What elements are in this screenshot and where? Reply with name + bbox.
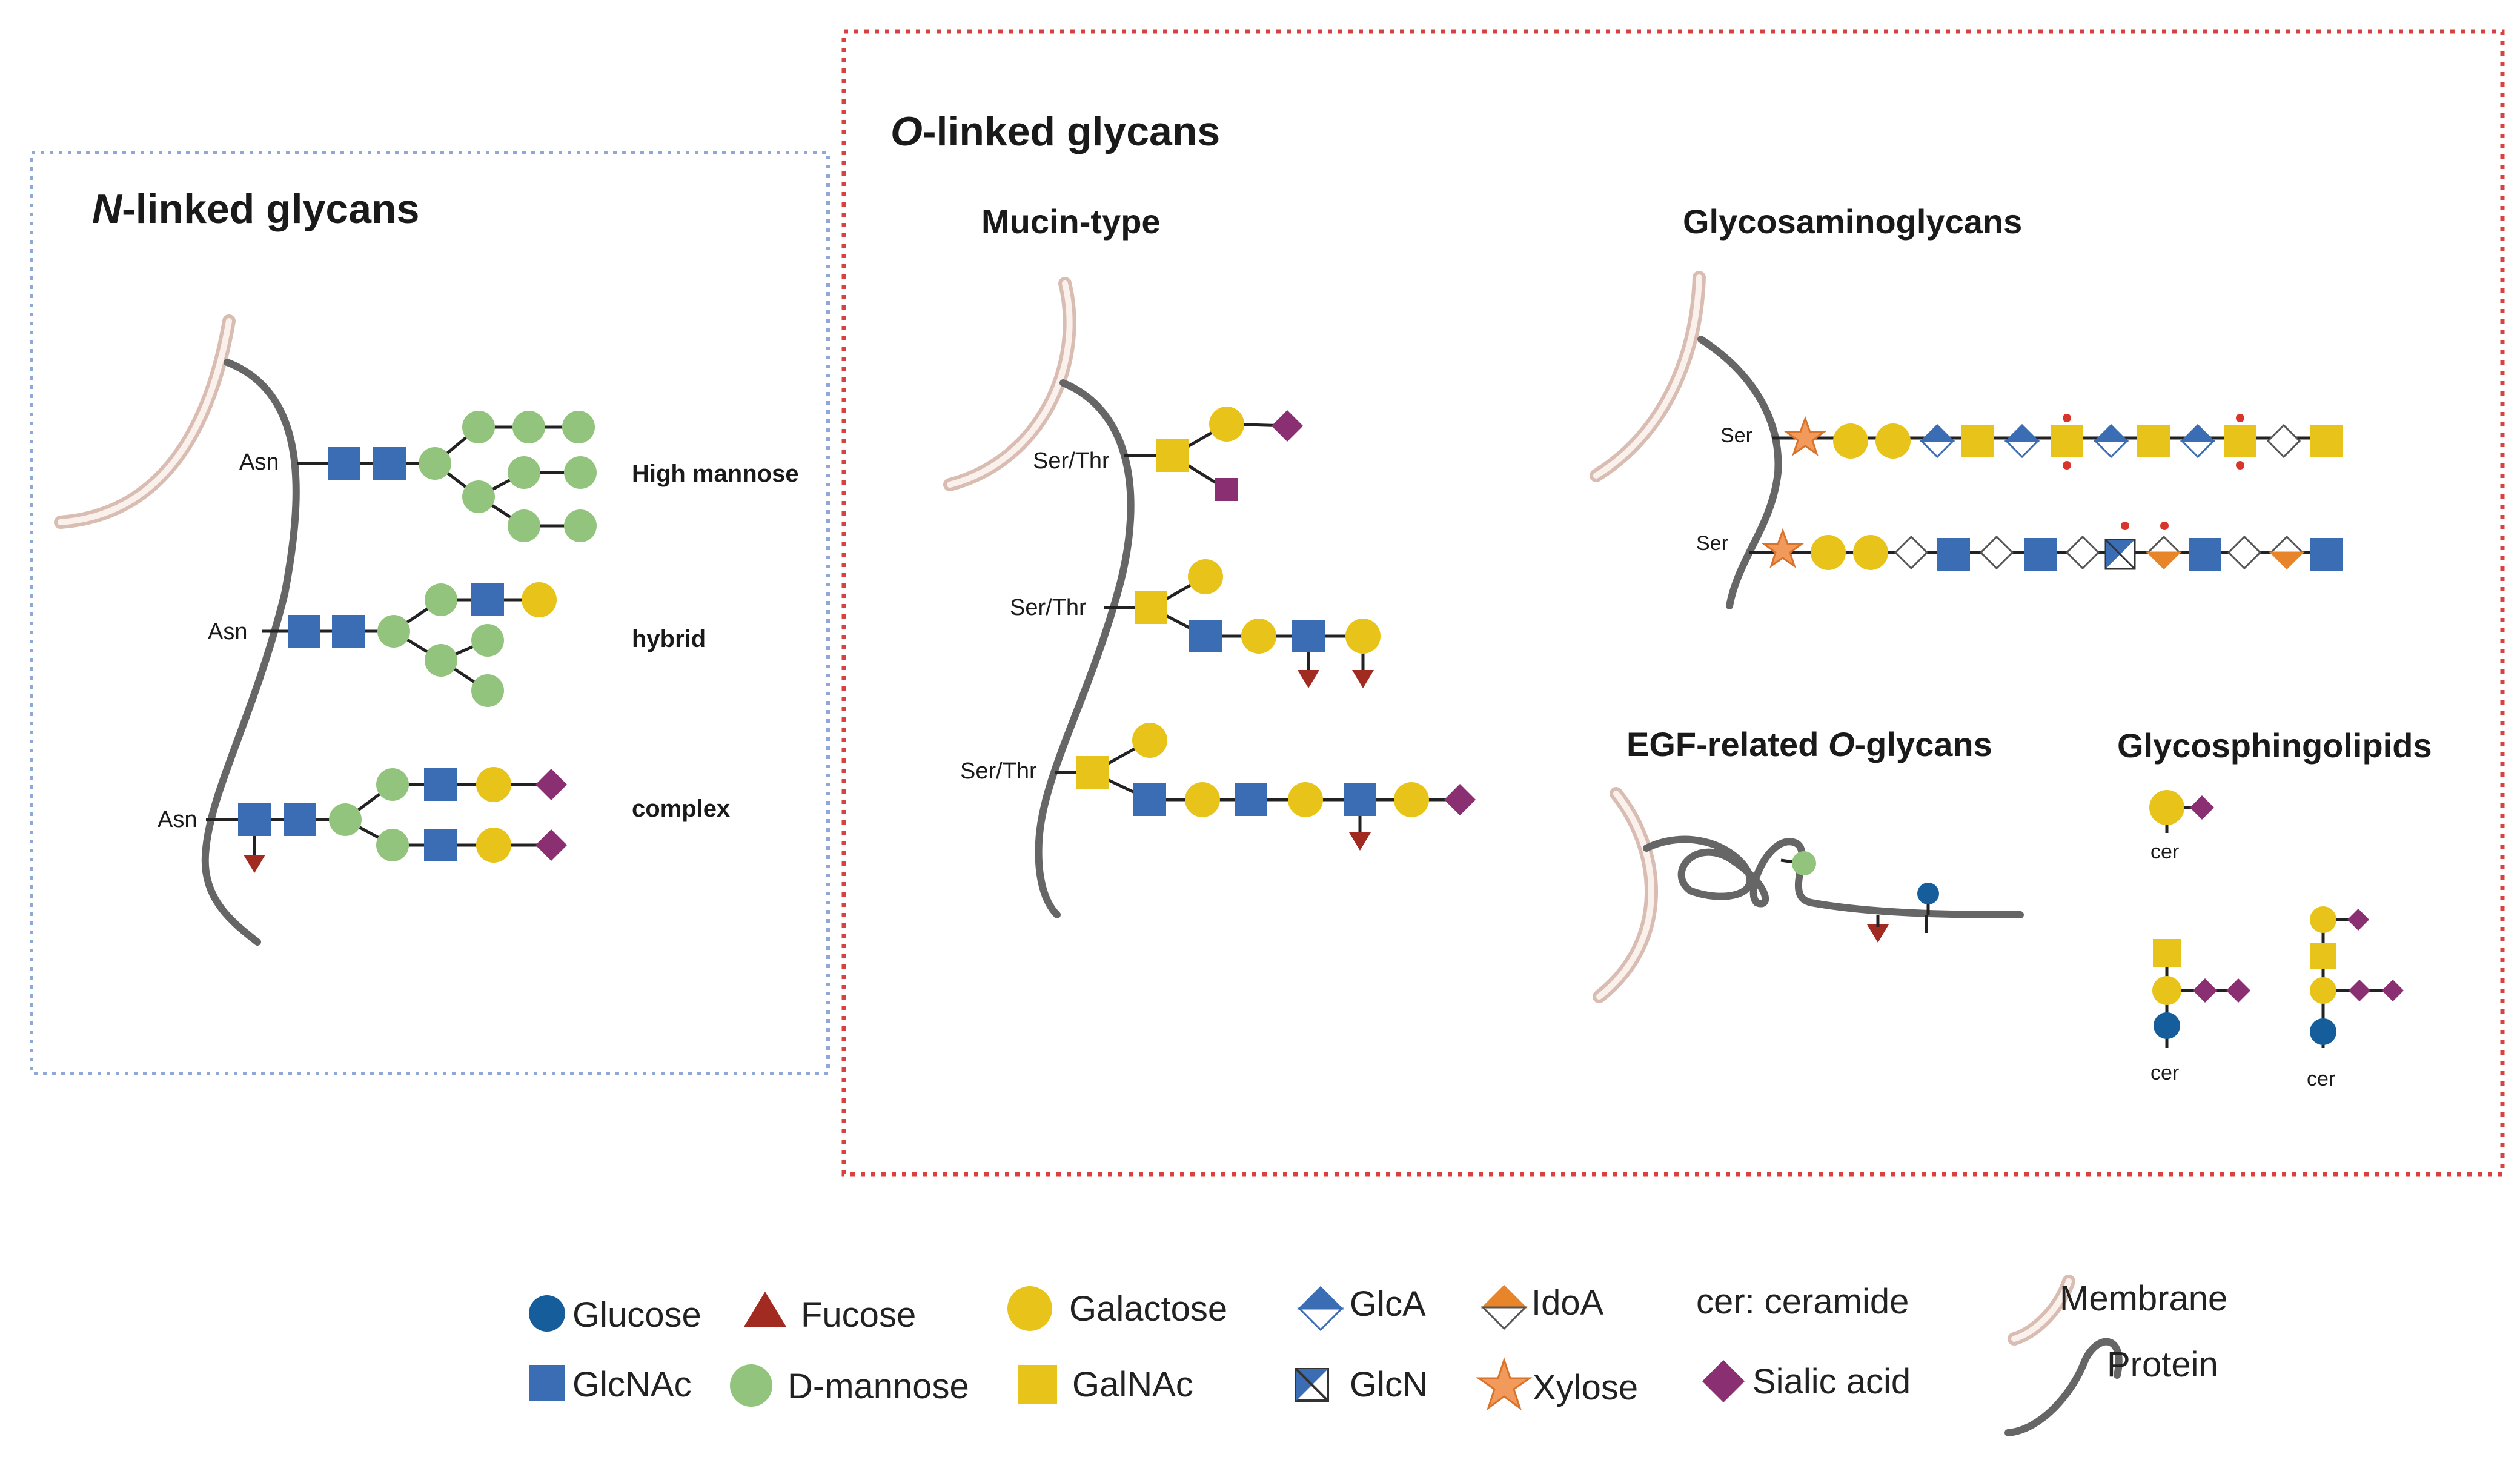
- legend: Glucose Fucose Galactose GlcA IdoA cer: …: [529, 1275, 2227, 1436]
- glca-icon: [1297, 1286, 1344, 1332]
- protein-chain: [1643, 835, 2024, 918]
- n-linked-box: [30, 151, 830, 1075]
- legend-xylose: Xylose: [1533, 1368, 1638, 1407]
- idoa-icon: [1480, 1284, 1528, 1330]
- gsl-panel: cer cer cer: [2149, 790, 2404, 1090]
- asn-label: Asn: [239, 450, 279, 475]
- cer-label: cer: [2307, 1067, 2335, 1090]
- ser-label: Ser: [1696, 532, 1728, 555]
- legend-glcnac: GlcNAc: [572, 1365, 692, 1404]
- ser-thr-label: Ser/Thr: [1033, 448, 1110, 474]
- high-mannose-label: High mannose: [632, 460, 799, 487]
- mannose-icon: [730, 1364, 772, 1407]
- glcn-icon: [1295, 1368, 1329, 1402]
- galnac-icon: [1018, 1365, 1057, 1404]
- gag-panel: Ser Ser: [1590, 271, 2343, 609]
- hybrid-glycan: Asn hybrid: [208, 582, 706, 707]
- cer-label: cer: [2150, 840, 2179, 863]
- hybrid-label: hybrid: [632, 626, 706, 652]
- legend-ceramide: cer: ceramide: [1696, 1282, 1909, 1321]
- galactose-icon: [1007, 1286, 1052, 1331]
- legend-sialic: Sialic acid: [1752, 1362, 1911, 1401]
- legend-galnac: GalNAc: [1072, 1365, 1193, 1404]
- gag-title: Glycosaminoglycans: [1683, 202, 2022, 241]
- protein-icon: [2004, 1338, 2123, 1436]
- gsl-title: Glycosphingolipids: [2117, 726, 2432, 765]
- ser-thr-label: Ser/Thr: [960, 758, 1037, 784]
- legend-glca: GlcA: [1350, 1284, 1426, 1324]
- legend-protein: Protein: [2107, 1345, 2218, 1384]
- n-linked-panel: Asn High mannose Asn: [54, 314, 799, 946]
- legend-mannose: D-mannose: [788, 1367, 969, 1406]
- membrane: [1590, 271, 1706, 482]
- legend-galactose: Galactose: [1069, 1289, 1227, 1329]
- legend-fucose: Fucose: [801, 1295, 916, 1335]
- egf-panel: [1593, 787, 2024, 1003]
- o-linked-title: O-linked glycans: [890, 108, 1220, 154]
- mucin-type-panel: Ser/Thr Ser/Thr Ser/Thr: [943, 277, 1476, 918]
- fucose-icon: [744, 1292, 786, 1327]
- asn-label: Asn: [208, 619, 247, 645]
- glucose-icon: [529, 1295, 565, 1332]
- complex-label: complex: [632, 795, 730, 822]
- protein-chain: [201, 359, 300, 946]
- egf-title: EGF-related O-glycans: [1626, 725, 1992, 763]
- n-linked-title: N-linked glycans: [92, 186, 419, 232]
- xylose-icon: [1476, 1357, 1533, 1410]
- protein-chain: [1697, 336, 1782, 609]
- mucin-type-title: Mucin-type: [981, 202, 1161, 241]
- ser-label: Ser: [1720, 424, 1752, 447]
- sialic-acid-icon: [1702, 1360, 1745, 1402]
- legend-glucose: Glucose: [572, 1295, 701, 1335]
- cer-label: cer: [2150, 1061, 2179, 1084]
- legend-glcn: GlcN: [1350, 1365, 1428, 1404]
- legend-membrane: Membrane: [2060, 1279, 2227, 1318]
- glcnac-icon: [529, 1365, 565, 1401]
- complex-glycan: Asn complex: [158, 767, 730, 873]
- protein-chain: [1035, 379, 1135, 918]
- high-mannose-glycan: Asn High mannose: [239, 411, 799, 542]
- legend-idoa: IdoA: [1531, 1283, 1604, 1323]
- ser-thr-label: Ser/Thr: [1010, 595, 1087, 620]
- asn-label: Asn: [158, 807, 197, 832]
